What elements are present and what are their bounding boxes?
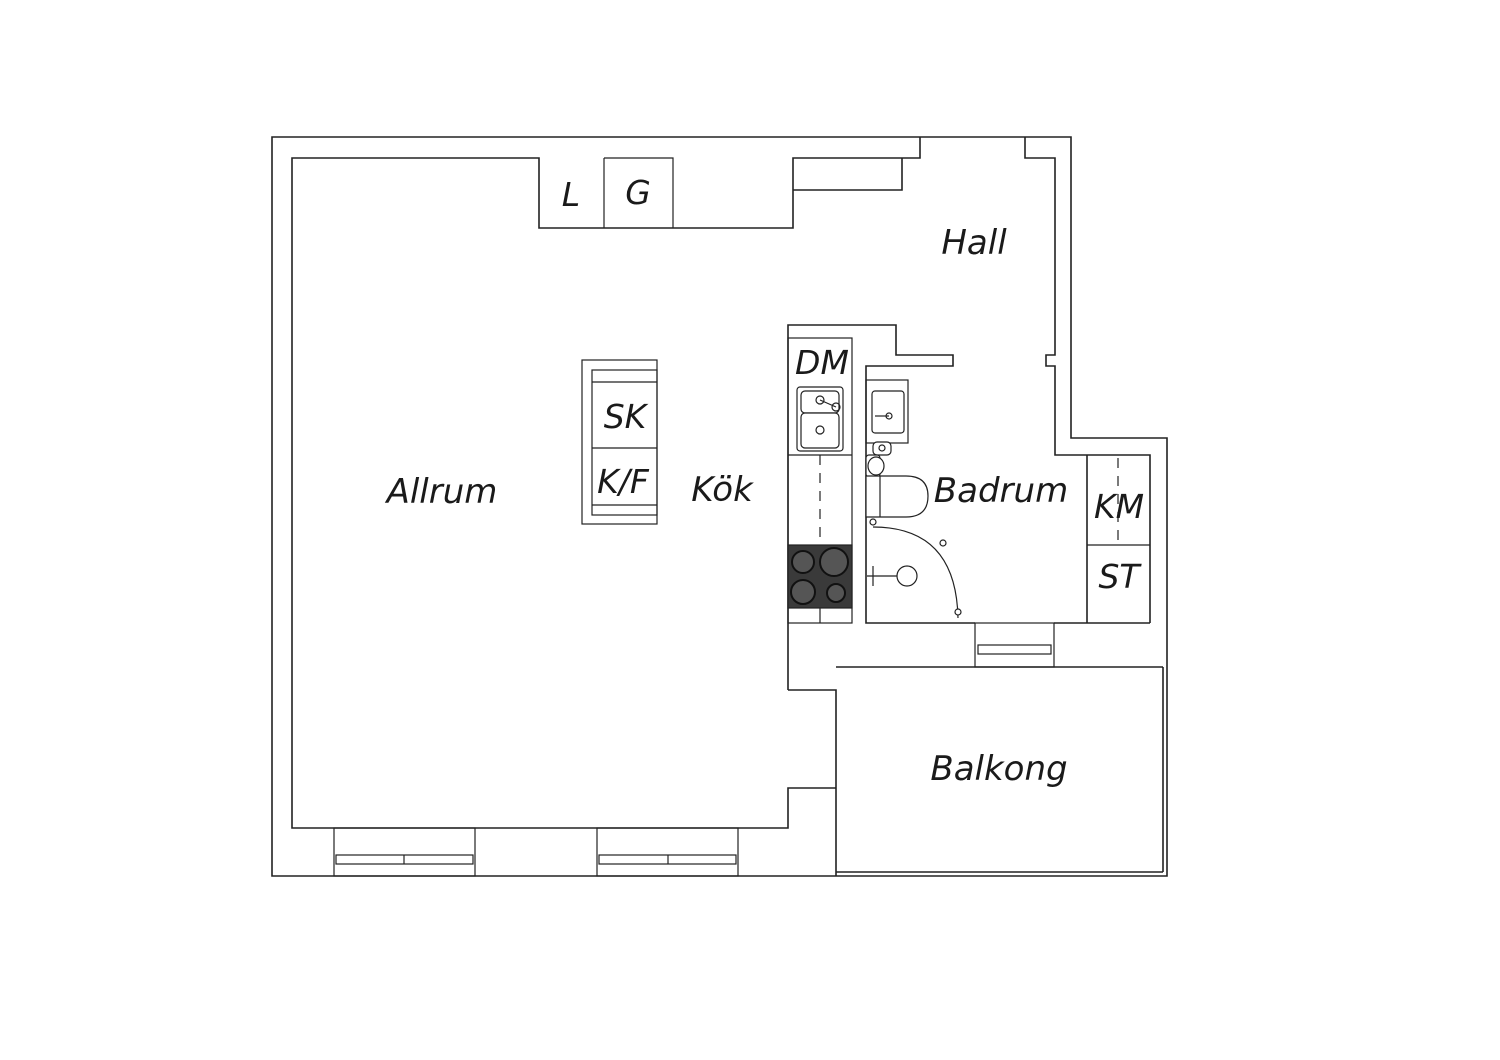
- room-label-hall: Hall: [941, 223, 1007, 263]
- kitchen-counter: [787, 337, 853, 624]
- outer-walls: [271, 136, 1168, 877]
- fixture-label-sk: SK: [604, 397, 649, 436]
- fixture-label-dm: DM: [795, 343, 849, 382]
- window-left: [333, 827, 476, 877]
- interior-walls: [787, 324, 1164, 876]
- kitchen-island: [581, 359, 658, 525]
- shower-icon: [867, 518, 962, 619]
- stove-hob-icon: [787, 544, 853, 609]
- window-bathroom: [974, 622, 1055, 668]
- fixture-label-g: G: [625, 173, 651, 212]
- room-label-badrum: Badrum: [934, 471, 1068, 511]
- cabinet-row-top: [603, 157, 674, 228]
- room-label-kok: Kök: [691, 470, 754, 510]
- room-label-allrum: Allrum: [385, 472, 498, 512]
- window-middle: [596, 827, 739, 877]
- fixture-label-kf: K/F: [597, 462, 650, 501]
- fixture-label-l: L: [562, 175, 580, 214]
- room-label-balkong: Balkong: [930, 749, 1067, 789]
- fixture-label-km: KM: [1094, 487, 1144, 526]
- toilet-icon: [865, 454, 929, 518]
- kitchen-sink-icon: [796, 386, 844, 452]
- hall-closet: [793, 158, 903, 191]
- washbasin-icon: [865, 379, 909, 456]
- washer-dryer-stack: [1087, 458, 1150, 546]
- fixture-label-st: ST: [1098, 557, 1142, 596]
